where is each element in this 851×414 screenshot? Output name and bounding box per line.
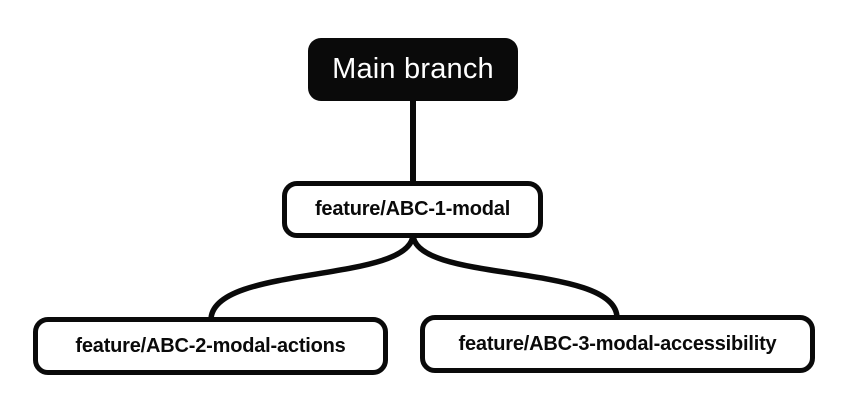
node-feature-abc-2-modal-actions-label: feature/ABC-2-modal-actions <box>75 334 346 357</box>
node-feature-abc-1-modal: feature/ABC-1-modal <box>282 181 543 238</box>
node-main-branch-label: Main branch <box>332 53 494 85</box>
node-feature-abc-3-modal-accessibility: feature/ABC-3-modal-accessibility <box>420 315 815 373</box>
node-feature-abc-3-modal-accessibility-label: feature/ABC-3-modal-accessibility <box>458 332 777 355</box>
edge-abc1-to-abc2 <box>208 231 416 323</box>
node-feature-abc-2-modal-actions: feature/ABC-2-modal-actions <box>33 317 388 375</box>
edge-abc1-to-abc3 <box>410 231 620 321</box>
node-main-branch: Main branch <box>308 38 518 101</box>
node-feature-abc-1-modal-label: feature/ABC-1-modal <box>314 198 511 220</box>
